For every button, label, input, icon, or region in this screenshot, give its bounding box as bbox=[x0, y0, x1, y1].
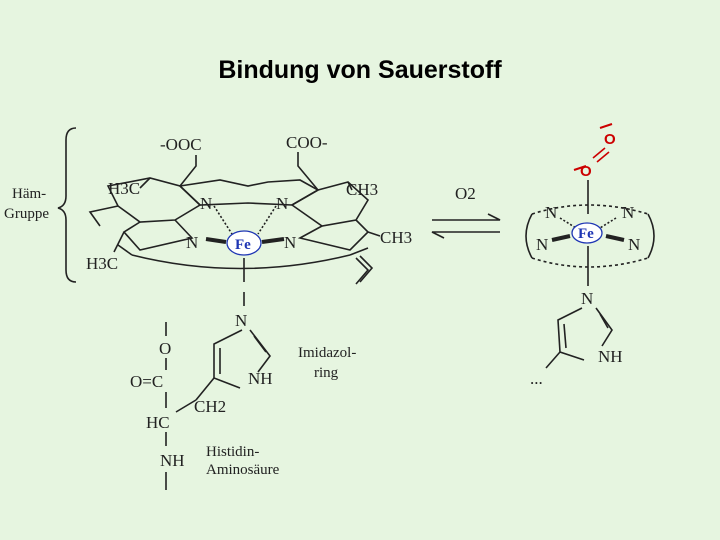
backbone-ch2: CH2 bbox=[194, 397, 226, 416]
right-pyrrole-n-top-left: N bbox=[545, 203, 557, 222]
iron-ion-left: Fe bbox=[235, 237, 251, 253]
heme-group-brace bbox=[57, 127, 77, 283]
carboxyl-left: -OOC bbox=[160, 135, 202, 154]
methyl-right: CH3 bbox=[380, 228, 412, 247]
right-chain-continuation: ... bbox=[530, 369, 543, 388]
porphyrin-plane-right bbox=[525, 204, 655, 286]
histidine-backbone bbox=[165, 322, 197, 490]
right-pyrrole-n-top-right: N bbox=[622, 203, 634, 222]
backbone-alpha-carbon: HC bbox=[146, 413, 170, 432]
right-pyrrole-n-left: N bbox=[536, 235, 548, 254]
right-pyrrole-n-right: N bbox=[628, 235, 640, 254]
imidazole-label-line2: ring bbox=[314, 365, 339, 381]
heme-group-label-line2: Gruppe bbox=[4, 206, 49, 222]
imidazole-label-line1: Imidazol- bbox=[298, 345, 356, 361]
backbone-carbonyl: O=C bbox=[130, 372, 163, 391]
heme-group-label-line1: Häm- bbox=[12, 186, 46, 202]
imidazole-ring-right bbox=[545, 307, 613, 369]
oxygen-reagent-label: O2 bbox=[455, 184, 476, 203]
right-imidazole-n-top: N bbox=[581, 289, 593, 308]
bound-oxygen-molecule bbox=[573, 123, 613, 214]
histidine-label-line1: Histidin- bbox=[206, 444, 259, 460]
pyrrole-n-top-right: N bbox=[276, 194, 288, 213]
equilibrium-arrows bbox=[431, 213, 501, 239]
right-imidazole-nh: NH bbox=[598, 347, 623, 366]
imidazole-nh-left: NH bbox=[248, 369, 273, 388]
iron-ion-right-circle bbox=[571, 222, 603, 244]
carboxyl-right: COO- bbox=[286, 133, 328, 152]
backbone-oxygen: O bbox=[159, 339, 171, 358]
oxygen-atom-top: O bbox=[604, 131, 616, 148]
porphyrin-ring-left bbox=[88, 152, 381, 285]
iron-ion-left-circle bbox=[226, 230, 262, 256]
oxygen-atom-bottom: O bbox=[580, 163, 592, 180]
imidazole-n-top-left: N bbox=[235, 311, 247, 330]
methyl-top-right: CH3 bbox=[346, 180, 378, 199]
slide-title: Bindung von Sauerstoff bbox=[218, 56, 502, 84]
pyrrole-n-left: N bbox=[186, 233, 198, 252]
imidazole-ring-left bbox=[195, 292, 272, 401]
histidine-label-line2: Aminosäure bbox=[206, 462, 280, 478]
backbone-amine: NH bbox=[160, 451, 185, 470]
pyrrole-n-right: N bbox=[284, 233, 296, 252]
pyrrole-n-top-left: N bbox=[200, 194, 212, 213]
methyl-top-left: H3C bbox=[108, 179, 140, 198]
iron-ion-right: Fe bbox=[578, 226, 594, 242]
methyl-bottom-left: H3C bbox=[86, 254, 118, 273]
